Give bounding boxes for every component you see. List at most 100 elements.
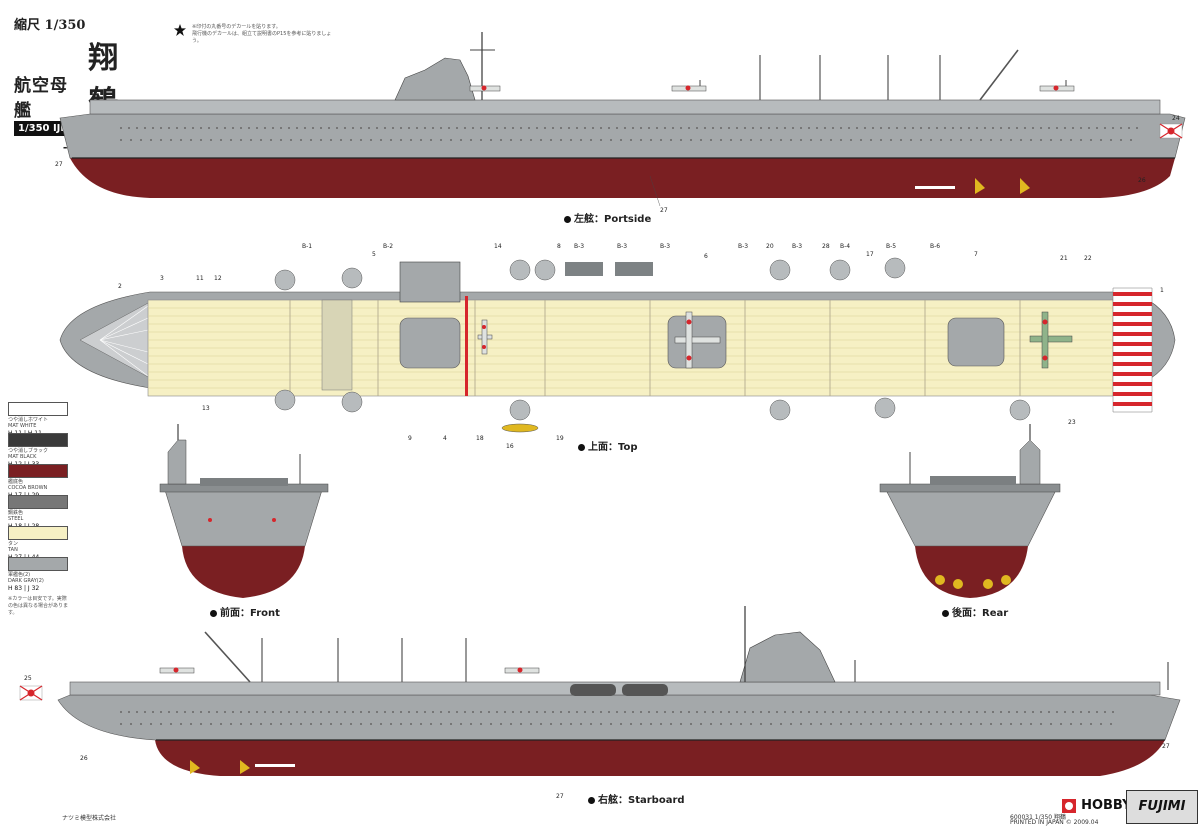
top-aircraft-aft: [1029, 311, 1073, 369]
callout-t22: 22: [1084, 255, 1092, 262]
callout-24: 24: [1172, 115, 1180, 122]
callout-27: 27: [55, 161, 63, 168]
legend-note: ※カラーは目安です。実際の色は異なる場合があります。: [8, 596, 69, 616]
decal-notes: ※印付の丸番号のデカールを貼ります。 飛行機のデカールは、組立て説明書のP15を…: [174, 24, 338, 45]
starboard-flag: [19, 685, 43, 701]
front-island: [167, 439, 187, 485]
callout-top-2: 2: [118, 283, 122, 290]
portside-aircraft-3: [469, 85, 501, 92]
portside-aircraft-2: [1039, 80, 1075, 92]
starboard-hull-side: [57, 694, 1181, 741]
hobby-logo-icon: [1062, 798, 1076, 813]
callout-t23: 23: [1068, 419, 1076, 426]
callout-top-1: 1: [1160, 287, 1164, 294]
callout-25: 25: [24, 675, 32, 682]
product-code: 600031 1/350 翔鶴: [1010, 814, 1067, 821]
callout-t13: 13: [202, 405, 210, 412]
callout-t14: 14: [494, 243, 502, 250]
front-label-text: 前面：Front: [220, 608, 280, 619]
callout-top-11: 11: [196, 275, 204, 282]
portside-propellers: [915, 178, 1030, 194]
callout-27s2: 27: [556, 793, 564, 800]
callout-t7: 7: [974, 251, 978, 258]
rear-flight-deck: [879, 483, 1061, 493]
hobby-logo-text: HOBBY: [1081, 798, 1132, 813]
callout-26: 26: [1138, 177, 1146, 184]
rear-island: [1019, 439, 1041, 485]
color-swatch: [8, 495, 68, 509]
rear-hull-side: [885, 489, 1057, 547]
color-name-en: COCOA BROWN: [8, 485, 48, 491]
starboard-propellers: [190, 760, 295, 774]
rear-hull-bottom: [915, 546, 1028, 598]
callout-b4: B-4: [840, 243, 850, 250]
color-name-jp: 艦底色: [8, 479, 24, 485]
starboard-label-text: 右舷：Starboard: [598, 795, 685, 806]
bullet-icon: [588, 797, 595, 804]
bullet-icon: [942, 610, 949, 617]
portside-flight-deck: [89, 99, 1161, 115]
rear-label-text: 後面：Rear: [952, 608, 1009, 619]
top-stern-stripes: [1112, 287, 1153, 413]
top-boat: [501, 423, 539, 433]
color-name-en: DARK GRAY(2): [8, 578, 44, 584]
top-barrier-grid: [321, 299, 353, 391]
portside-aircraft-1: [671, 80, 707, 92]
callout-b2: B-2: [383, 243, 393, 250]
company-name: ナツミ模型株式会社: [62, 815, 117, 822]
portside-label-text: 左舷：Portside: [574, 214, 652, 225]
callout-top-3: 3: [160, 275, 164, 282]
color-name-jp: 鋼鉄色: [8, 510, 24, 516]
top-elevator-fwd: [399, 317, 461, 369]
starboard-view: 25 26 27 27: [19, 606, 1181, 800]
ship-type-label: 航空母艦: [14, 76, 68, 121]
color-swatch: [8, 433, 68, 447]
portside-island: [394, 57, 476, 101]
color-codes: H 83 | J 32: [8, 585, 40, 592]
front-hull-side: [164, 489, 323, 547]
callout-b6: B-6: [930, 243, 940, 250]
legend-item: 軍艦色(2)DARK GRAY(2)H 83 | J 32: [8, 557, 68, 592]
callout-b3a: B-3: [574, 243, 584, 250]
color-name-jp: つや消しホワイト: [8, 417, 49, 423]
color-swatch: [8, 557, 68, 571]
callout-t5: 5: [372, 251, 376, 258]
starboard-label: 右舷：Starboard: [588, 791, 685, 806]
bullet-icon: [578, 444, 585, 451]
callout-26s: 26: [80, 755, 88, 762]
starboard-aircraft-1: [159, 667, 195, 674]
callout-t18: 18: [476, 435, 484, 442]
callout-b3b: B-3: [617, 243, 627, 250]
callout-b1: B-1: [302, 243, 312, 250]
color-name-en: STEEL: [8, 516, 24, 522]
hobby-logo: HOBBY: [1062, 795, 1132, 814]
top-elevator-aft: [947, 317, 1005, 367]
callout-t16: 16: [506, 443, 514, 450]
front-view: [159, 424, 329, 598]
top-label: 上面：Top: [578, 438, 638, 453]
portside-flag: [1159, 123, 1183, 139]
callout-t8: 8: [557, 243, 561, 250]
color-name-jp: 軍艦色(2): [8, 572, 31, 578]
callout-b5: B-5: [886, 243, 896, 250]
portside-label: 左舷：Portside: [564, 210, 651, 225]
callout-t20: 20: [766, 243, 774, 250]
callout-b3d: B-3: [738, 243, 748, 250]
star-icon: [174, 24, 186, 36]
starboard-hull-bottom: [155, 740, 1165, 776]
callout-t17: 17: [866, 251, 874, 258]
starboard-aircraft-2: [504, 667, 540, 674]
front-hull-bottom: [182, 546, 305, 598]
note-line-1: ※印付の丸番号のデカールを貼ります。: [192, 24, 281, 30]
color-swatch: [8, 402, 68, 416]
note-line-2: 飛行機のデカールは、組立て説明書のP15を参考に貼りましょう。: [192, 31, 332, 44]
front-label: 前面：Front: [210, 604, 280, 619]
legend-item: 鋼鉄色STEELH 18 | J 28: [8, 495, 68, 530]
callout-27b: 27: [660, 207, 668, 214]
callout-t19: 19: [556, 435, 564, 442]
top-island: [399, 261, 461, 303]
top-view: 1 2 3 11 12 B-1 B-2 14 8 B-3 B-3 B-3 6 B…: [59, 243, 1176, 450]
starboard-crane: [204, 631, 251, 683]
